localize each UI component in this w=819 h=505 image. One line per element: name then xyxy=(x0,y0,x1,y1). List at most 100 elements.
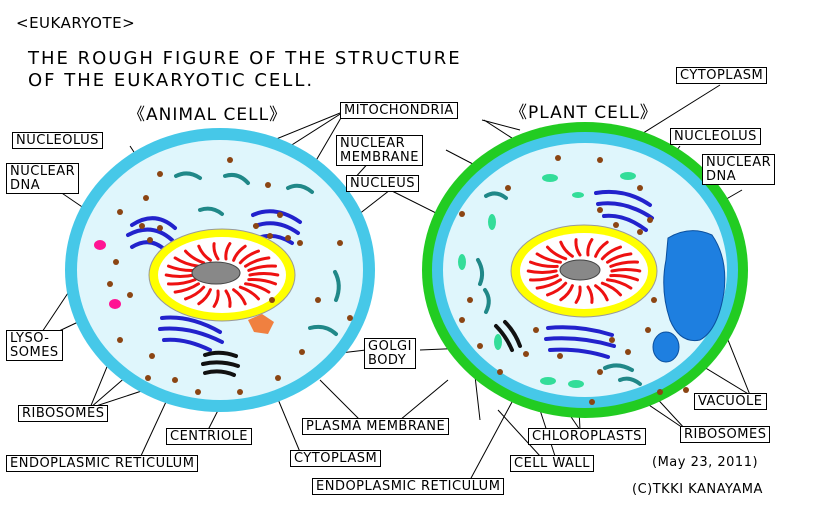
plant-dna-strand xyxy=(594,240,609,258)
lysosomes xyxy=(94,240,121,309)
label-cytoplasm-plant: CYTOPLASM xyxy=(676,67,768,84)
ribosome-dot xyxy=(459,211,465,217)
eukaryote-tag: <EUKARYOTE> xyxy=(16,14,136,32)
plant-dna-strand xyxy=(529,274,559,282)
ribosome-dot xyxy=(227,157,233,163)
animal-dna-strand xyxy=(173,282,200,294)
ribosome-dot xyxy=(555,155,561,161)
plant-dna-strand xyxy=(535,278,562,290)
animal-mitochondria xyxy=(174,171,341,336)
animal-dna-strand xyxy=(197,244,212,262)
ribosome-dot xyxy=(157,171,163,177)
plant-dna-strand xyxy=(610,268,642,273)
ribosome-dot xyxy=(195,389,201,395)
ribosome-dot xyxy=(613,222,619,228)
label-chloroplasts: CHLOROPLASTS xyxy=(528,428,646,445)
ribosome-dot xyxy=(139,223,145,229)
animal-dna-strand xyxy=(232,288,247,306)
label-nucleolus-plant: NUCLEOLUS xyxy=(670,128,761,145)
animal-dna-strand xyxy=(212,289,220,308)
ribosome-dot xyxy=(315,297,321,303)
animal-dna-strand xyxy=(232,244,247,262)
ribosome-dot xyxy=(157,225,163,231)
centriole xyxy=(248,314,274,334)
ribosome-dot xyxy=(645,327,651,333)
plant-ribosomes xyxy=(459,155,689,405)
ribosome-dot xyxy=(497,369,503,375)
plant-dna-strand xyxy=(559,240,574,258)
animal-nuclear-dna xyxy=(164,242,280,308)
ribosome-dot xyxy=(505,185,511,191)
plant-dna-strand xyxy=(574,285,582,304)
ribosome-dot xyxy=(609,337,615,343)
ribosome-dot xyxy=(107,281,113,287)
plant-dna-strand xyxy=(546,245,568,261)
ribosome-dot xyxy=(533,327,539,333)
leader-line xyxy=(399,379,449,421)
animal-dna-strand xyxy=(238,285,260,301)
ribosome-dot xyxy=(299,349,305,355)
label-nuclear-membrane: NUCLEAR MEMBRANE xyxy=(336,135,423,166)
ribosome-dot xyxy=(267,233,273,239)
date-text: (May 23, 2011) xyxy=(652,455,759,470)
animal-dna-strand xyxy=(244,282,271,294)
leader-line xyxy=(497,409,541,457)
ribosome-dot xyxy=(597,369,603,375)
plant-dna-strand xyxy=(559,284,574,302)
animal-dna-strand xyxy=(164,273,196,278)
leader-line xyxy=(319,379,361,421)
animal-dna-strand xyxy=(212,242,220,261)
plant-dna-strand xyxy=(609,260,639,268)
plant-dna-strand xyxy=(594,284,609,302)
ribosome-dot xyxy=(113,259,119,265)
credit-text: (C)TKKI KANAYAMA xyxy=(632,482,763,497)
label-er-plant: ENDOPLASMIC RETICULUM xyxy=(312,478,505,495)
ribosome-dot xyxy=(269,297,275,303)
large-vacuole xyxy=(663,230,726,342)
label-lysosomes: LYSO- SOMES xyxy=(6,330,63,361)
ribosome-dot xyxy=(297,240,303,246)
ribosome-dot xyxy=(347,315,353,321)
animal-dna-strand xyxy=(167,278,197,286)
plant-dna-strand xyxy=(586,238,594,257)
label-cell-wall: CELL WALL xyxy=(510,455,594,472)
ribosome-dot xyxy=(143,195,149,201)
plant-dna-strand xyxy=(574,238,582,257)
ribosome-dot xyxy=(467,297,473,303)
ribosome-dot xyxy=(523,351,529,357)
animal-dna-strand xyxy=(197,288,212,306)
plant-dna-strand xyxy=(600,281,622,297)
plant-endoplasmic-reticulum xyxy=(544,189,654,359)
animal-dna-strand xyxy=(173,256,200,268)
plant-dna-strand xyxy=(600,245,622,261)
ribosome-dot xyxy=(657,389,663,395)
label-ribosomes-plant: RIBOSOMES xyxy=(680,426,771,443)
ribosome-dot xyxy=(647,217,653,223)
animal-cell xyxy=(65,128,375,412)
plant-mitochondria xyxy=(476,191,642,386)
title-line-1: THE ROUGH FIGURE OF THE STRUCTURE xyxy=(28,48,462,69)
plant-cell xyxy=(422,122,748,418)
ribosome-dot xyxy=(597,207,603,213)
animal-dna-strand xyxy=(247,278,277,286)
ribosome-dot xyxy=(651,297,657,303)
title-line-2: OF THE EUKARYOTIC CELL. xyxy=(28,70,315,91)
ribosome-dot xyxy=(275,375,281,381)
plant-dna-strand xyxy=(535,252,562,264)
animal-dna-strand xyxy=(184,249,206,265)
label-nucleus: NUCLEUS xyxy=(346,175,420,192)
ribosome-dot xyxy=(459,317,465,323)
animal-golgi-body xyxy=(201,350,240,377)
plant-golgi-body xyxy=(494,320,522,352)
ribosome-dot xyxy=(145,375,151,381)
ribosome-dot xyxy=(237,389,243,395)
ribosome-dot xyxy=(277,212,283,218)
ribosome-dot xyxy=(683,387,689,393)
ribosome-dot xyxy=(117,209,123,215)
animal-dna-strand xyxy=(224,242,232,261)
plant-dna-strand xyxy=(546,281,568,297)
label-ribosomes-animal: RIBOSOMES xyxy=(18,405,109,422)
ribosome-dot xyxy=(253,223,259,229)
